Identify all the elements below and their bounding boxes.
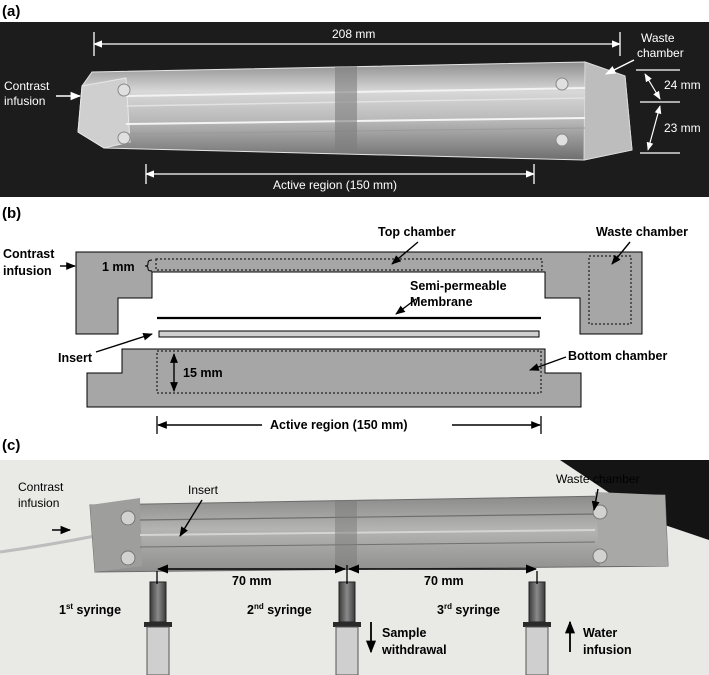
c-spacing-left-label: 70 mm	[232, 574, 272, 588]
dim-active-label: Active region (150 mm)	[273, 178, 397, 192]
panel-b-label: (b)	[2, 205, 21, 222]
waste-chamber-outline	[588, 255, 632, 325]
device-photo-c	[89, 492, 669, 573]
b-insert-arrow	[95, 332, 153, 353]
c-contrast-label-2: infusion	[18, 496, 59, 510]
device-photo-a	[77, 61, 633, 161]
b-gap-label: 1 mm	[102, 260, 135, 274]
panel-a-label: (a)	[2, 3, 20, 20]
a-waste-arrow	[605, 59, 635, 75]
top-chamber-body	[75, 251, 643, 335]
b-active-label: Active region (150 mm)	[270, 418, 408, 432]
syringe-1	[144, 581, 172, 675]
b-contrast-label-2: infusion	[3, 264, 52, 278]
gap-brace	[144, 259, 153, 272]
c-waste-arrow	[591, 488, 600, 511]
b-bottom-chamber-label: Bottom chamber	[568, 349, 667, 363]
c-water-label-2: infusion	[583, 643, 632, 657]
panel-c: (c)	[0, 437, 709, 675]
panel-a: (a) 208 mm Active region (150 mm) C	[0, 3, 709, 197]
c-sample-label-1: Sample	[382, 626, 427, 640]
syringe-2	[333, 581, 361, 675]
dim-208-label: 208 mm	[332, 27, 375, 41]
c-insert-arrow	[179, 499, 203, 537]
c-spacing-right-label: 70 mm	[424, 574, 464, 588]
dim-23-label: 23 mm	[664, 121, 701, 135]
b-depth-label: 15 mm	[183, 366, 223, 380]
a-contrast-label-2: infusion	[4, 94, 45, 108]
panel-b: (b) Contrast infusion 1 mm Top chamber W…	[2, 205, 688, 434]
panel-c-label: (c)	[2, 437, 20, 454]
c-syringe-1-label: 1st syringe	[59, 602, 121, 617]
insert-bar	[158, 330, 540, 338]
c-water-label-1: Water	[583, 626, 617, 640]
c-sample-label-2: withdrawal	[381, 643, 447, 657]
top-chamber-outline	[155, 258, 543, 271]
a-waste-label-1: Waste	[641, 31, 675, 45]
b-waste-arrow	[611, 241, 631, 265]
bottom-chamber-body	[86, 348, 582, 408]
c-waste-label: Waste chamber	[556, 472, 640, 486]
a-waste-label-2: chamber	[637, 46, 684, 60]
b-membrane-label-1: Semi-permeable	[410, 279, 507, 293]
b-contrast-label-1: Contrast	[3, 247, 55, 261]
b-membrane-arrow	[395, 298, 417, 315]
dim-24-arrow	[644, 73, 661, 100]
dim-23-arrow	[646, 105, 662, 151]
b-membrane-label-2: Membrane	[410, 295, 473, 309]
infusion-tube	[0, 533, 101, 554]
a-contrast-label-1: Contrast	[4, 79, 50, 93]
c-syringe-3-label: 3rd syringe	[437, 602, 500, 617]
b-insert-label: Insert	[58, 351, 93, 365]
b-bottom-chamber-arrow	[529, 356, 567, 371]
syringe-3	[523, 581, 551, 675]
dim-24-label: 24 mm	[664, 78, 701, 92]
b-waste-label: Waste chamber	[596, 225, 688, 239]
c-contrast-label-1: Contrast	[18, 480, 64, 494]
b-top-chamber-arrow	[391, 241, 419, 265]
c-insert-label: Insert	[188, 483, 219, 497]
bottom-chamber-outline	[156, 350, 542, 394]
b-top-chamber-label: Top chamber	[378, 225, 456, 239]
c-syringe-2-label: 2nd syringe	[247, 602, 312, 617]
